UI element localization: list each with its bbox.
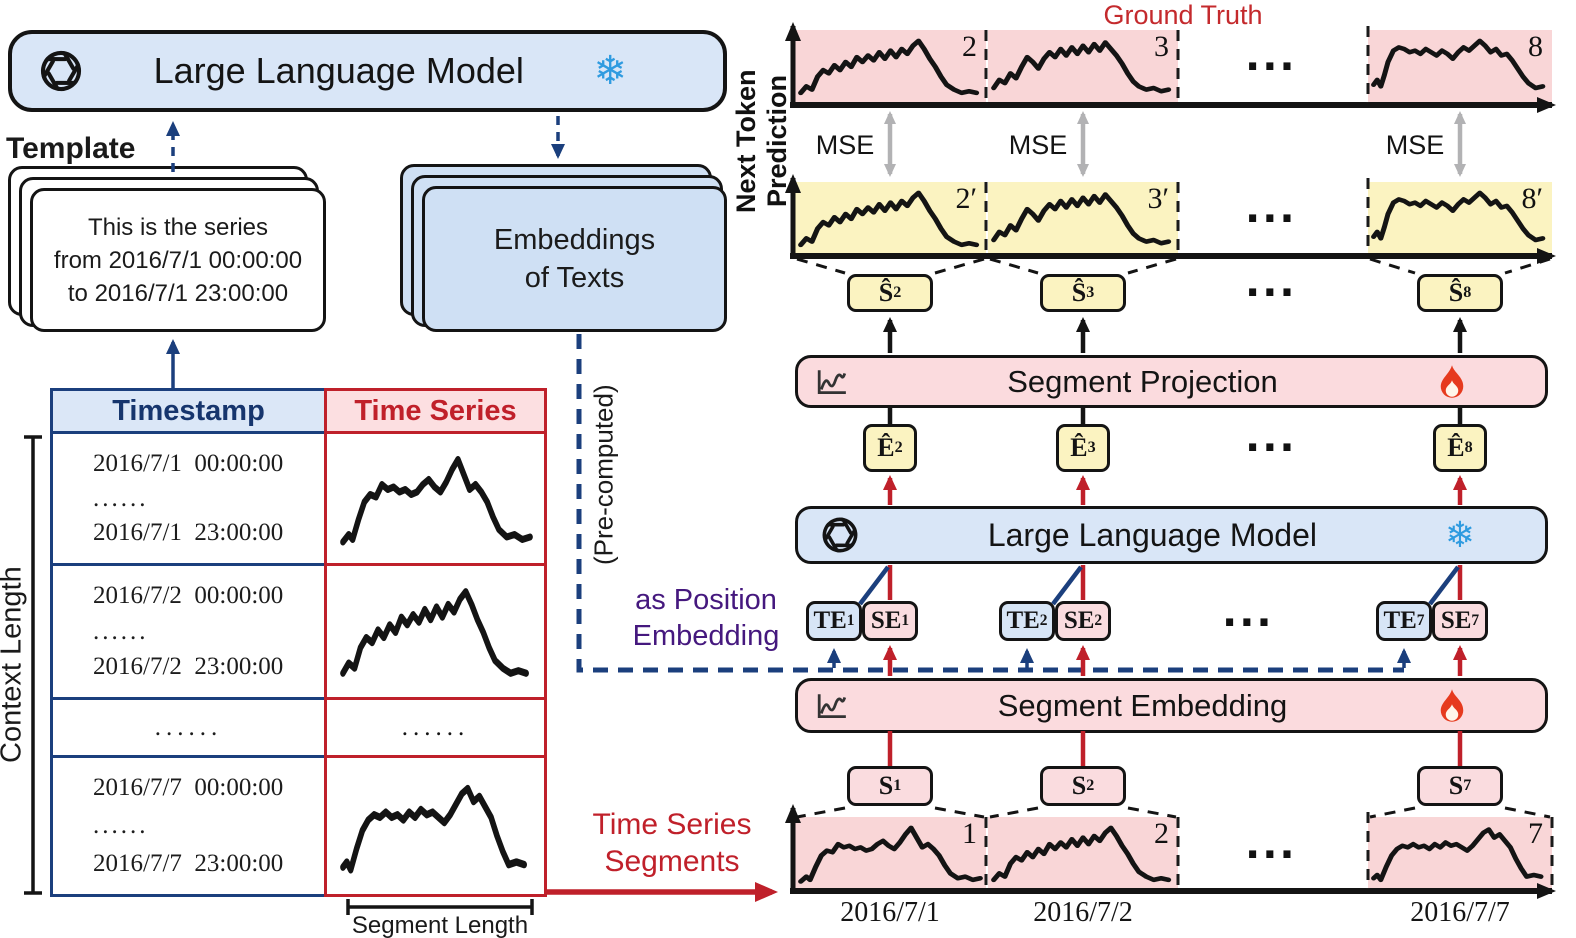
date-7: 2016/7/7 [1410,897,1510,928]
embeddings-line-1: Embeddings [493,224,656,256]
date-1: 2016/7/1 [840,897,940,928]
gt-ellipsis: ... [1245,34,1297,80]
pred-ellipsis: ... [1245,186,1297,232]
openai-logo-icon [820,515,860,555]
segment-projection-title: Segment Projection [1007,363,1278,399]
right-llm-bar: Large Language Model ❄ [795,506,1548,564]
ground-truth-label: Ground Truth [1103,0,1263,30]
te-se-ellipsis: ... [1222,590,1274,636]
timestamp-header: Timestamp [50,388,327,434]
gt-segment-3-num: 3 [1154,30,1169,63]
chart-icon [816,368,848,396]
gt-segment-3: 3 [988,30,1178,104]
mse-label-2: MSE [1008,130,1068,160]
embeddings-card: Embeddings of Texts [422,186,727,332]
pred-segment-2-num: 2′ [955,182,977,215]
segment-length-label: Segment Length [351,912,529,938]
s-to-band-connectors [796,806,1551,819]
table-row-1-series [324,431,547,566]
as-position-embedding-label: as Position Embedding [632,584,780,652]
template-line-1: This is the series [87,213,269,241]
embeddings-line-2: of Texts [524,262,625,294]
fire-icon [1437,688,1467,723]
e-hat-ellipsis: ... [1245,415,1297,461]
right-llm-title: Large Language Model [987,516,1317,553]
input-segment-1-num: 1 [962,817,977,850]
snowflake-icon: ❄ [1444,514,1475,556]
template-label: Template [6,132,136,165]
pred-segment-3-num: 3′ [1147,182,1169,215]
chart-icon [816,692,848,720]
segment-projection-bar: Segment Projection [795,355,1548,408]
snowflake-icon: ❄ [593,48,627,94]
input-segment-7: 7 [1368,817,1552,891]
pred-segment-8: 8′ [1368,182,1552,256]
table-row-4-timestamp: 2016/7/7 00:00:00 ...... 2016/7/7 23:00:… [50,755,327,897]
gt-segment-2: 2 [795,30,986,104]
template-line-2: from 2016/7/1 00:00:00 [53,246,303,274]
time-series-segments-label: Time Series Segments [592,808,752,878]
template-line-3: to 2016/7/1 23:00:00 [67,279,289,307]
input-segment-7-num: 7 [1528,817,1543,850]
input-segment-1: 1 [795,817,986,891]
mse-arrows [884,111,1466,177]
pred-segment-3: 3′ [988,182,1178,256]
input-segment-2-num: 2 [1154,817,1169,850]
pred-segment-2: 2′ [795,182,986,256]
pred-to-shat-connectors [796,257,1551,275]
date-2: 2016/7/2 [1033,897,1133,928]
precomputed-label: (Pre-computed) [588,384,619,566]
table-row-3-series: ...... [324,697,547,758]
openai-logo-icon [38,48,84,94]
mse-label-3: MSE [1385,130,1445,160]
segment-embedding-title: Segment Embedding [997,687,1288,723]
table-row-2-timestamp: 2016/7/2 00:00:00 ...... 2016/7/2 23:00:… [50,563,327,700]
input-segment-2: 2 [988,817,1178,891]
fire-icon [1437,364,1467,399]
mse-label-1: MSE [815,130,875,160]
context-length-label: Context Length [0,566,28,764]
top-llm-bar: Large Language Model ❄ [8,30,727,112]
time-series-header: Time Series [324,388,547,434]
template-card: This is the series from 2016/7/1 00:00:0… [30,188,326,332]
input-ellipsis: ... [1245,822,1297,868]
gt-segment-8: 8 [1368,30,1552,104]
segment-embedding-bar: Segment Embedding [795,678,1548,733]
table-row-2-series [324,563,547,700]
table-row-1-timestamp: 2016/7/1 00:00:00 ...... 2016/7/1 23:00:… [50,431,327,566]
top-llm-title: Large Language Model [153,50,524,91]
s-hat-ellipsis: ... [1245,260,1297,306]
gt-segment-8-num: 8 [1528,30,1543,63]
next-token-prediction-label: Next Token Prediction [731,69,792,213]
gt-segment-2-num: 2 [962,30,977,63]
table-row-4-series [324,755,547,897]
table-row-3-timestamp: ...... [50,697,327,758]
pred-segment-8-num: 8′ [1521,182,1543,215]
